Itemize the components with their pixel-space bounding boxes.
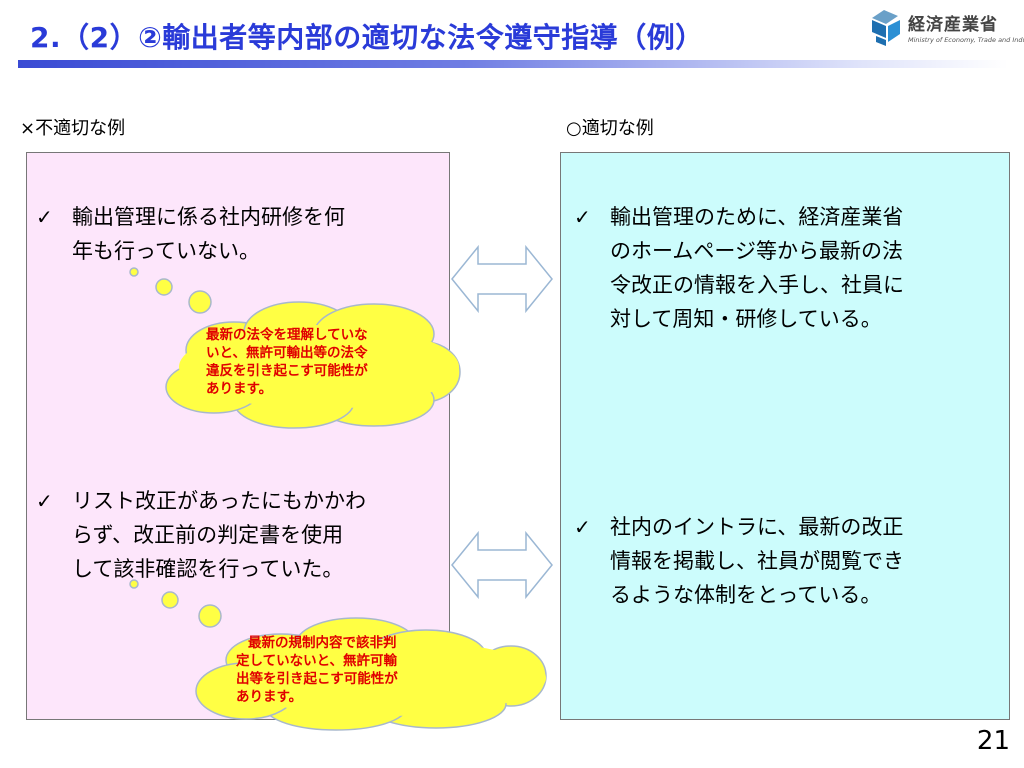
warning-cloud-2: 最新の規制内容で該非判 定していないと、無許可輸 出等を引き起こす可能性が あり… xyxy=(236,634,398,706)
example-text-line: 輸出管理に係る社内研修を何 xyxy=(72,205,345,229)
example-text-line: 対して周知・研修している。 xyxy=(610,307,882,331)
slide-title: 2.（2）②輸出者等内部の適切な法令遵守指導（例） xyxy=(30,21,704,54)
warning-text-line: 定していないと、無許可輸 xyxy=(236,653,398,669)
inappropriate-examples-label: ×不適切な例 xyxy=(20,118,126,139)
check-icon: ✓ xyxy=(574,515,591,539)
warning-cloud-1: 最新の法令を理解していな いと、無許可輸出等の法令 違反を引き起こす可能性が あ… xyxy=(206,326,368,398)
warning-text-line: あります。 xyxy=(206,381,273,397)
page-number: 21 xyxy=(976,726,1010,756)
inappropriate-example-1: ✓ 輸出管理に係る社内研修を何 年も行っていない。 xyxy=(36,200,448,268)
example-text-line: 令改正の情報を入手し、社員に xyxy=(610,273,904,297)
warning-text-line: いと、無許可輸出等の法令 xyxy=(206,345,368,361)
appropriate-examples-panel xyxy=(560,152,1010,720)
logo-subtitle: Ministry of Economy, Trade and Industry xyxy=(908,36,1024,44)
warning-text-line: あります。 xyxy=(236,689,303,705)
example-text-line: リスト改正があったにもかかわ xyxy=(72,489,366,513)
example-text-line: 社内のイントラに、最新の改正 xyxy=(610,515,904,539)
thought-cloud-icon xyxy=(129,267,461,429)
example-text-line: らず、改正前の判定書を使用 xyxy=(72,523,344,547)
meti-logo-icon xyxy=(872,10,900,46)
thought-cloud-icon xyxy=(129,579,547,731)
inappropriate-example-2: ✓ リスト改正があったにもかかわ らず、改正前の判定書を使用 して該非確認を行っ… xyxy=(36,484,448,586)
warning-text-line: 最新の規制内容で該非判 xyxy=(248,635,397,651)
check-icon: ✓ xyxy=(36,489,53,513)
example-text-line: 情報を掲載し、社員が閲覧でき xyxy=(610,549,904,573)
logo-name: 経済産業省 xyxy=(908,15,998,35)
example-text-line: のホームページ等から最新の法 xyxy=(610,239,903,263)
warning-text-line: 最新の法令を理解していな xyxy=(206,327,368,343)
double-arrow-icon xyxy=(451,244,553,314)
check-icon: ✓ xyxy=(574,205,591,229)
meti-logo: 経済産業省 Ministry of Economy, Trade and Ind… xyxy=(868,8,1024,56)
appropriate-example-1: ✓ 輸出管理のために、経済産業省 のホームページ等から最新の法 令改正の情報を入… xyxy=(574,200,1008,336)
example-text-line: 年も行っていない。 xyxy=(72,239,260,263)
double-arrow-icon xyxy=(451,530,553,600)
example-text-line: して該非確認を行っていた。 xyxy=(72,557,344,581)
warning-text-line: 違反を引き起こす可能性が xyxy=(206,363,368,379)
appropriate-example-2: ✓ 社内のイントラに、最新の改正 情報を掲載し、社員が閲覧でき るような体制をと… xyxy=(574,510,1008,612)
example-text-line: るような体制をとっている。 xyxy=(610,583,882,607)
title-underline-bar xyxy=(18,60,1008,68)
example-text-line: 輸出管理のために、経済産業省 xyxy=(610,205,904,229)
check-icon: ✓ xyxy=(36,205,53,229)
appropriate-examples-label: ○適切な例 xyxy=(566,118,654,139)
warning-text-line: 出等を引き起こす可能性が xyxy=(236,671,398,687)
